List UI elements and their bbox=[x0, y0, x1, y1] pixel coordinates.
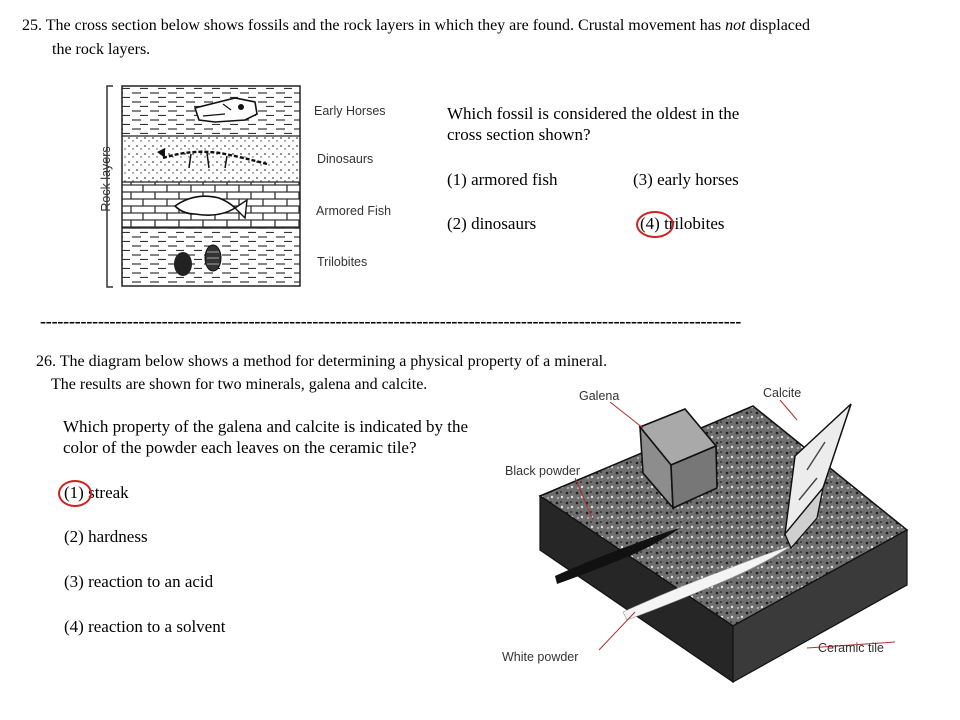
q25-choice-2[interactable]: (2) dinosaurs bbox=[447, 214, 537, 233]
q25-choice-3[interactable]: (3) early horses bbox=[633, 170, 739, 189]
q26-question-line1: Which property of the galena and calcite… bbox=[63, 417, 469, 436]
rock-layers-axis-label: Rock layers bbox=[99, 146, 113, 212]
q25-choice-1[interactable]: (1) armored fish bbox=[447, 170, 558, 189]
q25-intro-line2: the rock layers. bbox=[52, 41, 151, 58]
rock-cross-section-diagram: Rock layers Early Horses Dinosaurs Armor… bbox=[95, 80, 410, 295]
label-white-powder: White powder bbox=[502, 650, 579, 664]
label-galena: Galena bbox=[579, 389, 620, 403]
q26-question: Which property of the galena and calcite… bbox=[63, 416, 523, 458]
q25-intro-text: The cross section below shows fossils an… bbox=[45, 17, 722, 34]
q26-number: 26. bbox=[36, 353, 56, 370]
question-separator: ----------------------------------------… bbox=[40, 311, 742, 331]
streak-test-diagram: Galena Calcite Black powder White powder… bbox=[495, 380, 925, 700]
q26-question-line2: color of the powder each leaves on the c… bbox=[63, 438, 417, 457]
q25-answer-circle bbox=[636, 211, 674, 238]
q26-intro: 26. The diagram below shows a method for… bbox=[36, 352, 736, 372]
label-black-powder: Black powder bbox=[505, 464, 581, 478]
label-ceramic-tile: Ceramic tile bbox=[818, 641, 884, 655]
q26-intro-line2: The results are shown for two minerals, … bbox=[51, 376, 428, 393]
label-early-horses: Early Horses bbox=[314, 104, 386, 118]
label-calcite: Calcite bbox=[763, 386, 802, 400]
q25-number: 25. bbox=[22, 17, 42, 34]
q25-question: Which fossil is considered the oldest in… bbox=[447, 103, 807, 145]
q26-intro-line1: The diagram below shows a method for det… bbox=[59, 353, 608, 370]
rock-layers-figure bbox=[106, 85, 301, 288]
label-trilobites: Trilobites bbox=[317, 255, 368, 269]
q26-choice-2[interactable]: (2) hardness bbox=[64, 527, 148, 546]
label-dinosaurs: Dinosaurs bbox=[317, 152, 374, 166]
ceramic-tile-figure bbox=[538, 399, 909, 684]
q25-intro-text-after: displaced bbox=[749, 17, 810, 34]
q25-question-line1: Which fossil is considered the oldest in… bbox=[447, 104, 740, 123]
label-armored-fish: Armored Fish bbox=[316, 204, 392, 218]
q25-intro: 25. The cross section below shows fossil… bbox=[22, 16, 952, 36]
q26-choice-4[interactable]: (4) reaction to a solvent bbox=[64, 617, 226, 636]
q26-choice-3[interactable]: (3) reaction to an acid bbox=[64, 572, 214, 591]
q25-intro-emphasis: not bbox=[725, 17, 746, 34]
q26-answer-circle bbox=[58, 480, 92, 507]
q25-question-line2: cross section shown? bbox=[447, 125, 591, 144]
